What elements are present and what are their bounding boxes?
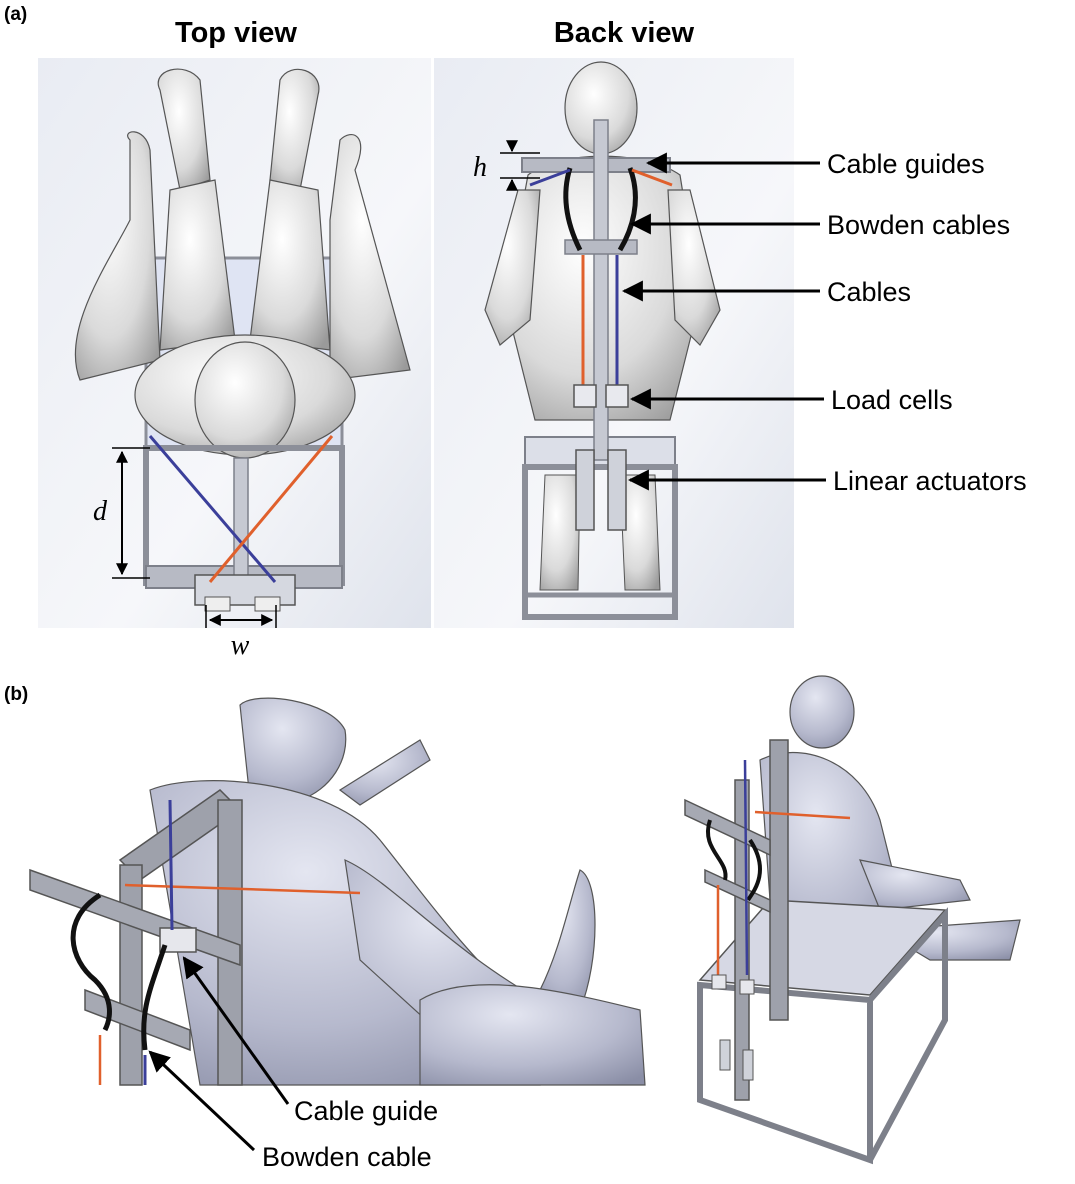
back-view-title: Back view bbox=[554, 17, 695, 49]
dimension-w: w bbox=[205, 605, 277, 661]
top-view-title: Top view bbox=[175, 17, 297, 49]
isometric-render bbox=[684, 675, 1021, 1165]
callouts-b: Cable guide Bowden cable bbox=[148, 956, 438, 1172]
dimension-d-label: d bbox=[93, 496, 108, 527]
dimension-w-label: w bbox=[231, 630, 250, 661]
callouts-a: Cable guides Bowden cables Cables Load c… bbox=[621, 149, 1027, 496]
back-view-render bbox=[434, 58, 794, 628]
callout-load-cells: Load cells bbox=[831, 385, 953, 415]
dimension-h: h bbox=[473, 140, 540, 191]
dimension-d: d bbox=[93, 447, 150, 579]
callout-bowden-cables: Bowden cables bbox=[827, 210, 1010, 240]
top-view-render bbox=[38, 58, 431, 628]
closeup-render bbox=[29, 697, 646, 1086]
callout-cables: Cables bbox=[827, 277, 911, 307]
panel-b-label: (b) bbox=[4, 684, 28, 705]
callout-bowden-cable: Bowden cable bbox=[262, 1142, 432, 1172]
callout-cable-guides: Cable guides bbox=[827, 149, 985, 179]
callout-cable-guide: Cable guide bbox=[294, 1096, 438, 1126]
dimension-h-label: h bbox=[473, 152, 487, 183]
callout-linear-actuators: Linear actuators bbox=[833, 466, 1027, 496]
panel-a-label: (a) bbox=[4, 4, 27, 25]
